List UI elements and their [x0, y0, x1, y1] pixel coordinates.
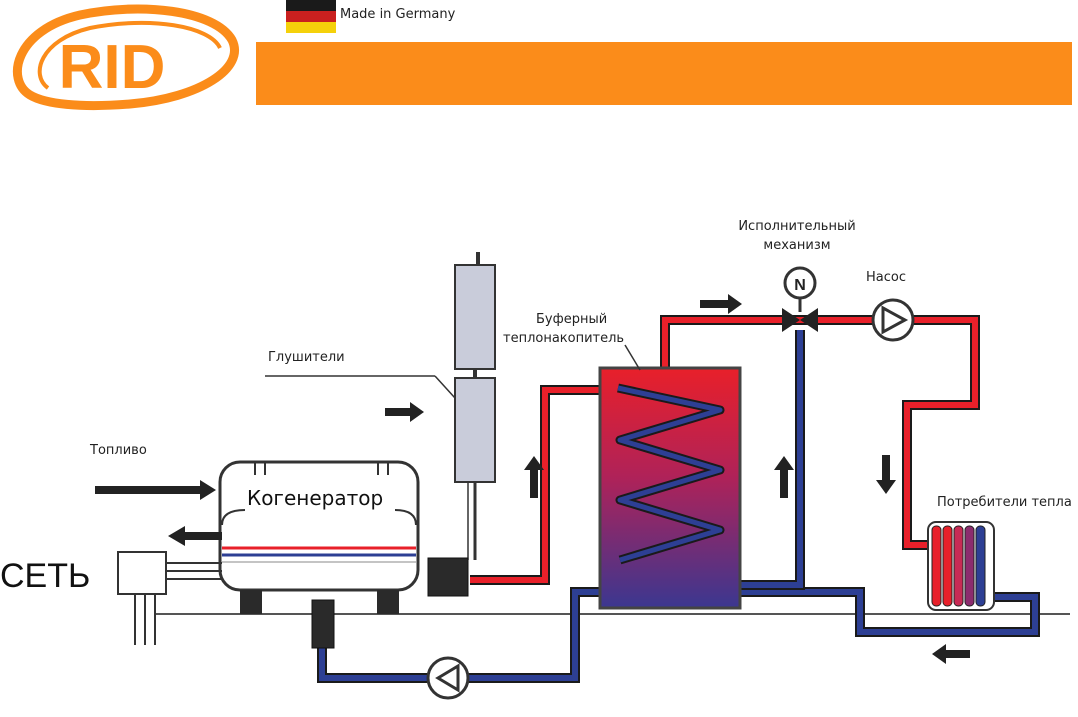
coolant-heat-exchanger — [311, 599, 335, 649]
supply-pipe-top — [660, 315, 980, 550]
valve-actuator-icon: N — [782, 266, 818, 332]
rid-logo: RID — [12, 4, 239, 111]
made-in-germany: Made in Germany — [340, 7, 456, 22]
silencer-upper — [454, 264, 496, 370]
pump-label: Насос — [866, 270, 906, 285]
fuel-arrow-icon — [95, 480, 216, 500]
heat-consumers-radiator — [927, 521, 995, 611]
arrow-right-icon — [700, 294, 742, 314]
consumer-return-pipe — [740, 587, 1040, 637]
valve-symbol: N — [794, 277, 806, 294]
exhaust-heat-exchanger — [427, 557, 469, 597]
logo-swoosh-outer — [12, 4, 239, 111]
grid-connection-box — [117, 551, 222, 645]
supply-pipe-left — [470, 385, 600, 585]
actuator-label-2: механизм — [763, 238, 831, 253]
circulation-pump-icon — [426, 656, 470, 700]
silencer-lower — [454, 377, 496, 483]
logo-swoosh-inner — [37, 20, 222, 90]
return-pipe-fill — [319, 589, 600, 681]
grid-label: СЕТЬ — [0, 557, 91, 595]
arrow-left-icon — [932, 644, 970, 664]
cogenerator — [218, 460, 420, 614]
flow-arrows — [95, 294, 970, 664]
bypass-pipe — [740, 330, 805, 590]
silencers-label: Глушители — [268, 350, 345, 365]
buffer-label-1: Буферный — [536, 312, 608, 327]
logo-text: RID — [59, 33, 166, 102]
heat-consumers-label: Потребители тепла — [937, 495, 1072, 510]
pump-icon — [871, 298, 915, 342]
arrow-down-icon — [876, 455, 896, 494]
header-orange-bar — [256, 42, 1072, 105]
arrow-up-icon — [774, 456, 794, 498]
silencers — [265, 252, 496, 560]
buffer-label-2: теплонакопитель — [503, 331, 625, 346]
arrow-right-icon — [385, 402, 424, 422]
arrow-up-icon — [524, 456, 544, 498]
cogenerator-label: Когенератор — [247, 486, 384, 510]
power-arrow-left-icon — [168, 526, 222, 546]
tank-coil-fill — [617, 385, 723, 563]
fuel-label: Топливо — [90, 443, 147, 458]
actuator-label-1: Исполнительный — [738, 219, 856, 234]
german-flag-icon — [286, 0, 336, 33]
tank-leader — [624, 344, 641, 371]
